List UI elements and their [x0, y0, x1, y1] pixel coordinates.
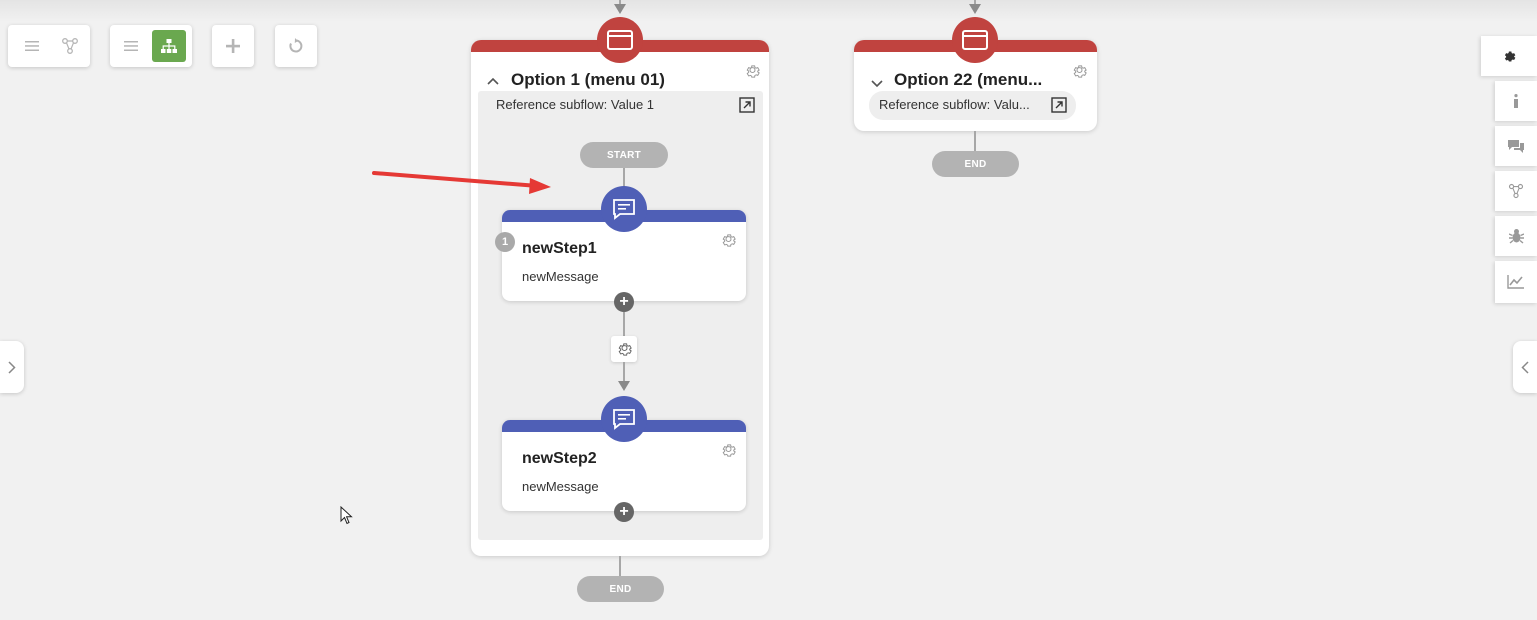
flow-view-button[interactable]	[53, 30, 87, 62]
sidebar-settings-button[interactable]	[1481, 36, 1537, 76]
menu-settings-gear-icon[interactable]	[744, 63, 761, 85]
gear-icon	[618, 342, 632, 356]
sidebar-info-button[interactable]	[1495, 81, 1537, 121]
top-gradient	[0, 0, 1537, 22]
connector-top-menu1	[619, 0, 621, 6]
external-link-icon[interactable]	[739, 97, 755, 113]
sidebar-debug-button[interactable]	[1495, 216, 1537, 256]
start-node[interactable]: START	[580, 142, 668, 168]
right-panel-toggle[interactable]	[1513, 341, 1537, 393]
window-icon	[962, 30, 988, 50]
chevron-right-icon	[8, 360, 16, 374]
flow-icon	[62, 38, 78, 54]
menu-card-option22[interactable]: Option 22 (menu... Reference subflow: Va…	[854, 40, 1097, 131]
bug-icon	[1508, 229, 1524, 244]
sidebar-flow-button[interactable]	[1495, 171, 1537, 211]
window-icon	[607, 30, 633, 50]
step-icon-circle	[601, 396, 647, 442]
toolbar-view-group	[8, 25, 90, 67]
add-step-button[interactable]: +	[614, 292, 634, 312]
tree-layout-button[interactable]	[152, 30, 186, 62]
step-settings-gear-icon[interactable]	[720, 442, 737, 464]
chevron-down-icon[interactable]	[871, 75, 883, 93]
mouse-cursor-icon	[340, 506, 353, 525]
sidebar-analytics-button[interactable]	[1495, 261, 1537, 303]
arrowhead-step2	[618, 381, 630, 391]
connector-step1-gear	[623, 312, 625, 336]
menu-subflow-panel	[869, 91, 1076, 120]
list-icon	[124, 41, 138, 51]
message-icon	[613, 409, 635, 430]
step-title: newStep1	[522, 240, 597, 257]
toolbar-add-group	[212, 25, 254, 67]
menu-icon-circle	[952, 17, 998, 63]
annotation-arrow	[372, 171, 551, 194]
info-icon	[1514, 94, 1518, 108]
chevron-up-icon[interactable]	[487, 72, 499, 90]
gear-icon	[1504, 51, 1515, 61]
refresh-icon	[289, 38, 303, 53]
connector-start-step1	[623, 168, 625, 190]
transition-settings-button[interactable]	[611, 336, 637, 362]
step-title: newStep2	[522, 450, 597, 467]
arrowhead-menu1	[614, 4, 626, 14]
menu-title: Option 1 (menu 01)	[511, 70, 665, 89]
sidebar-comments-button[interactable]	[1495, 126, 1537, 166]
menu-icon-circle	[597, 17, 643, 63]
step-subtitle: newMessage	[522, 479, 599, 494]
list-icon	[25, 41, 39, 51]
chart-icon	[1507, 275, 1524, 289]
toolbar-refresh-group	[275, 25, 317, 67]
toolbar-layout-group	[110, 25, 192, 67]
add-button[interactable]	[216, 30, 250, 62]
sitemap-icon	[161, 39, 177, 53]
step-number-badge: 1	[495, 232, 515, 252]
end-node[interactable]: END	[577, 576, 664, 602]
flow-icon	[1508, 183, 1524, 199]
left-panel-toggle[interactable]	[0, 341, 24, 393]
end-node[interactable]: END	[932, 151, 1019, 177]
connector-top-menu22	[974, 0, 976, 6]
step-card-2[interactable]: newStep2 newMessage	[502, 420, 746, 511]
list-view-button[interactable]	[15, 30, 49, 62]
plus-icon	[226, 39, 240, 53]
step-subtitle: newMessage	[522, 269, 599, 284]
connector-menu1-end	[619, 556, 621, 576]
connector-menu22-end	[974, 131, 976, 151]
menu-settings-gear-icon[interactable]	[1071, 63, 1088, 85]
add-step-button[interactable]: +	[614, 502, 634, 522]
connector-gear-step2	[623, 362, 625, 382]
step-settings-gear-icon[interactable]	[720, 232, 737, 254]
external-link-icon[interactable]	[1051, 97, 1067, 113]
reference-subflow-label: Reference subflow: Value 1	[496, 97, 655, 112]
list-layout-button[interactable]	[114, 30, 148, 62]
step-icon-circle	[601, 186, 647, 232]
refresh-button[interactable]	[279, 30, 313, 62]
arrowhead-menu22	[969, 4, 981, 14]
comments-icon	[1508, 139, 1524, 153]
chevron-left-icon	[1521, 360, 1529, 374]
message-icon	[613, 199, 635, 220]
reference-subflow-label: Reference subflow: Valu...	[879, 97, 1030, 112]
menu-title: Option 22 (menu...	[894, 70, 1043, 89]
